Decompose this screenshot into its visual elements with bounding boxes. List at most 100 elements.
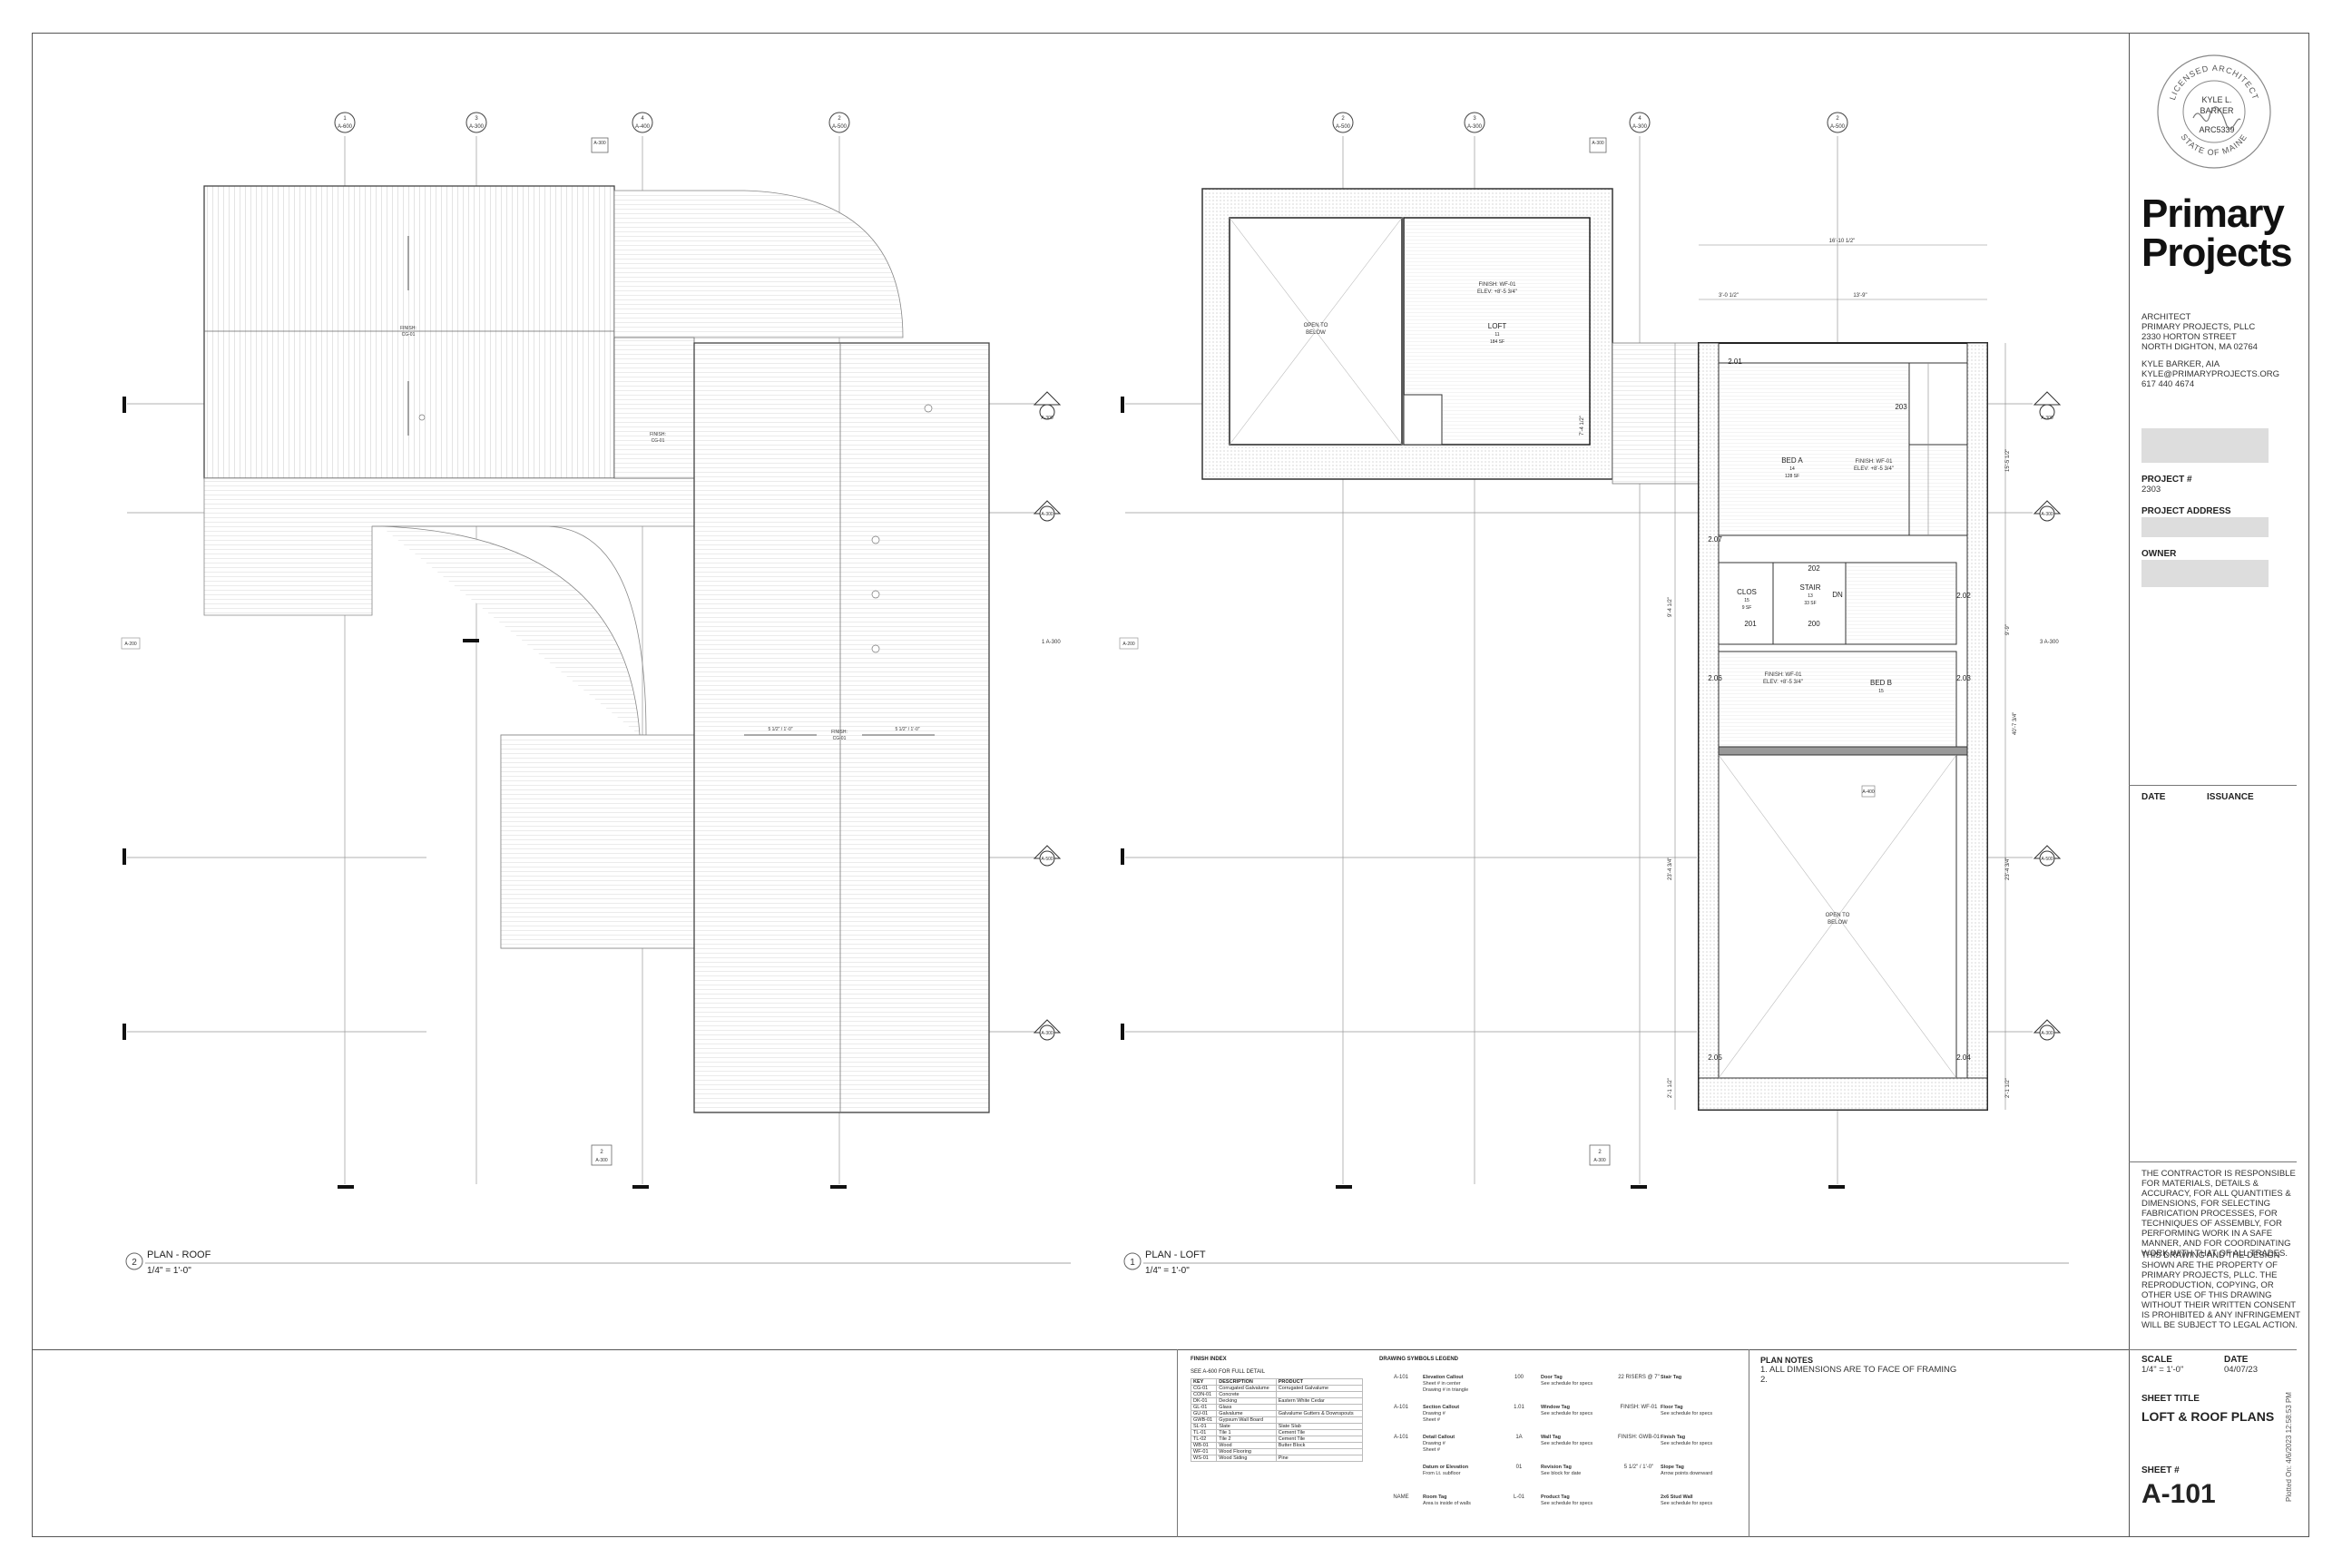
svg-text:9 SF: 9 SF <box>1742 605 1752 611</box>
project-placeholder-box <box>2141 428 2269 463</box>
contractor-note: THE CONTRACTOR IS RESPONSIBLE FOR MATERI… <box>2141 1169 2296 1259</box>
svg-text:1 A-300: 1 A-300 <box>1042 640 1061 645</box>
legend-tag-name: Window Tag <box>1541 1405 1570 1410</box>
drawing-sheet-border <box>32 33 2309 1537</box>
sheet-title: LOFT & ROOF PLANS <box>2141 1409 2275 1424</box>
svg-text:2: 2 <box>1341 116 1345 122</box>
svg-text:201: 201 <box>1744 620 1757 628</box>
legend-tag-desc: See block for date <box>1541 1471 1582 1476</box>
finish-cell: GU-01 <box>1190 1410 1218 1417</box>
svg-text:128 SF: 128 SF <box>1785 474 1799 479</box>
svg-text:2: 2 <box>838 116 841 122</box>
svg-text:15: 15 <box>1744 598 1749 603</box>
finish-cell: Corrugated Galvalume <box>1275 1385 1364 1392</box>
svg-text:A-300: A-300 <box>1467 124 1483 130</box>
svg-text:A-200: A-200 <box>124 642 137 647</box>
notes-divider <box>2129 1161 2297 1162</box>
firm-principal: KYLE BARKER, AIA <box>2141 359 2220 369</box>
svg-text:BED B: BED B <box>1870 679 1892 687</box>
legend-strip <box>32 1349 2129 1538</box>
svg-text:BELOW: BELOW <box>1306 330 1326 336</box>
finish-cell: Corrugated Galvalume <box>1216 1385 1277 1392</box>
svg-text:A-500: A-500 <box>1336 124 1351 130</box>
sheet-date-label: DATE <box>2224 1355 2249 1365</box>
finish-cell: GL-01 <box>1190 1404 1218 1411</box>
legend-tag2-name: 2x6 Stud Wall <box>1661 1494 1693 1500</box>
legend-tag2-text: Stair Tag <box>1661 1375 1681 1381</box>
finish-cell: Pine <box>1275 1455 1364 1462</box>
signature <box>2192 106 2241 130</box>
svg-text:2: 2 <box>600 1150 603 1155</box>
finish-cell: Cement Tile <box>1275 1436 1364 1443</box>
legend-tag2-symbol: 5 1/2" / 1'-0" <box>1623 1465 1654 1470</box>
svg-text:A-300: A-300 <box>595 1158 608 1163</box>
svg-text:A-400: A-400 <box>635 124 651 130</box>
plan-note-2: 2. <box>1760 1375 1768 1385</box>
svg-text:A-400: A-400 <box>1862 789 1875 795</box>
legend-symbol-desc: Area is inside of walls <box>1423 1501 1471 1506</box>
svg-text:FINISH:: FINISH: <box>831 730 848 735</box>
finish-cell: WF-01 <box>1190 1448 1218 1455</box>
owner-label: OWNER <box>2141 549 2177 559</box>
svg-text:2.01: 2.01 <box>1728 358 1742 366</box>
project-number-label: PROJECT # <box>2141 475 2192 485</box>
svg-text:FINISH: WF-01: FINISH: WF-01 <box>1478 282 1516 288</box>
legend-tag2-symbol: FINISH: GWB-01 <box>1617 1435 1660 1440</box>
legend-tag2-desc: See schedule for specs <box>1661 1501 1713 1506</box>
svg-text:A-300: A-300 <box>2041 512 2053 517</box>
finish-cell: Eastern White Cedar <box>1275 1397 1364 1405</box>
roof-view-number: 2 <box>132 1258 137 1268</box>
svg-text:A-500: A-500 <box>2041 857 2053 862</box>
finish-cell: Galvalume <box>1216 1410 1277 1417</box>
svg-text:A-300: A-300 <box>1592 141 1604 146</box>
finish-cell <box>1275 1391 1364 1398</box>
legend-symbol-desc: From Lt. subfloor <box>1423 1471 1461 1476</box>
svg-text:BELOW: BELOW <box>1828 920 1847 926</box>
finish-cell: Concrete <box>1216 1391 1277 1398</box>
roof-plan: 1A-600 3A-300 4A-400 2A-500 A-300 A-300A… <box>121 112 1071 1276</box>
scale-label: SCALE <box>2141 1355 2172 1365</box>
svg-text:14: 14 <box>1789 466 1795 472</box>
finish-cell: Glass <box>1216 1404 1277 1411</box>
firm-street: 2330 HORTON STREET <box>2141 332 2237 342</box>
sheet-info-divider <box>2129 1349 2297 1350</box>
copyright-note: THIS DRAWING AND THE DESIGN SHOWN ARE TH… <box>2141 1250 2300 1330</box>
svg-text:A-300: A-300 <box>2041 416 2053 421</box>
svg-text:23'-4 3/4": 23'-4 3/4" <box>2005 858 2011 880</box>
project-address-label: PROJECT ADDRESS <box>2141 506 2231 516</box>
svg-text:A-300: A-300 <box>593 141 606 146</box>
legend-tag2-name: Stair Tag <box>1661 1375 1682 1380</box>
finish-cell: Wood Siding <box>1216 1455 1277 1462</box>
svg-text:13'-9": 13'-9" <box>1853 293 1867 299</box>
legend-tag-symbol: 01 <box>1515 1465 1523 1470</box>
legend-tag-name: Wall Tag <box>1541 1435 1561 1440</box>
svg-text:3 A-300: 3 A-300 <box>2040 640 2059 645</box>
svg-text:2.05: 2.05 <box>1708 1054 1722 1062</box>
finish-cell: WB-01 <box>1190 1442 1218 1449</box>
firm-company: PRIMARY PROJECTS, PLLC <box>2141 322 2256 332</box>
svg-text:A-300: A-300 <box>1041 416 1054 421</box>
svg-text:A-600: A-600 <box>338 124 353 130</box>
svg-text:CLOS: CLOS <box>1737 588 1757 596</box>
svg-text:OPEN TO: OPEN TO <box>1826 913 1850 918</box>
legend-symbol-desc: Drawing # Sheet # <box>1423 1441 1446 1453</box>
legend-symbol-name: Section Callout <box>1423 1405 1460 1410</box>
legend-tag2-symbol: 22 RISERS @ 7" <box>1618 1375 1660 1380</box>
finish-header-cell: PRODUCT <box>1275 1378 1364 1386</box>
svg-text:ELEV: +8'-5 3/4": ELEV: +8'-5 3/4" <box>1763 680 1803 685</box>
sheet-title-label: SHEET TITLE <box>2141 1394 2200 1404</box>
legend-tag-symbol: L-01 <box>1513 1494 1524 1500</box>
